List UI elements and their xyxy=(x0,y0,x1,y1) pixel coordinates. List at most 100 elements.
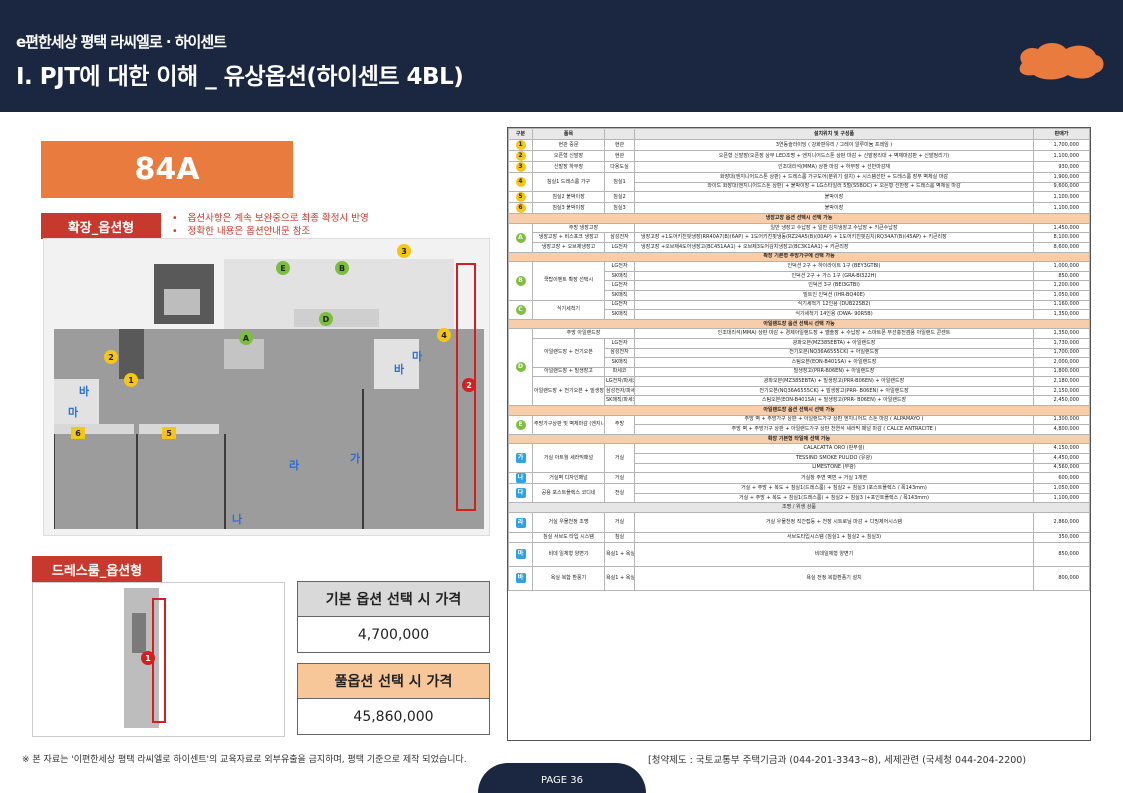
extension-option-label: 확장_옵션형 xyxy=(41,213,161,239)
marker-A: A xyxy=(239,331,253,345)
wall xyxy=(54,434,55,529)
section-row: 아일랜드장 옵션 선택시 선택 가능 xyxy=(508,405,1090,416)
option-notes: 옵션사항은 계속 보완중으로 최종 확정시 반영 정확한 내용은 옵션안내문 참… xyxy=(172,212,369,238)
page-number: PAGE 36 xyxy=(478,763,646,793)
row-number-badge: 1 xyxy=(515,140,526,150)
dressroom-plan: 1 xyxy=(32,582,285,737)
marker-3: 3 xyxy=(397,244,411,258)
row-number-badge: 6 xyxy=(515,203,526,213)
floor-plan: 3 4 2 1 6 5 E B D A 바 마 바 마 가 라 나 2 xyxy=(43,238,490,536)
marker-red-1: 1 xyxy=(141,651,155,665)
row-letter-badge: C xyxy=(515,304,526,315)
note-item: 옵션사항은 계속 보완중으로 최종 확정시 반영 xyxy=(172,212,369,225)
full-option-price-box: 풀옵션 선택 시 가격 45,860,000 xyxy=(297,663,490,735)
row-number-badge: 5 xyxy=(515,192,526,202)
dressroom-option-label: 드레스룸_옵션형 xyxy=(32,556,162,582)
wall xyxy=(224,434,226,529)
shelf-unit xyxy=(164,289,200,315)
note-item: 정확한 내용은 옵션안내문 참조 xyxy=(172,225,369,238)
header-title: Ⅰ. PJT에 대한 이해 _ 유상옵션(하이센트 4BL) xyxy=(16,64,464,90)
marker-E: E xyxy=(276,261,290,275)
marker-ma-2: 마 xyxy=(411,350,423,363)
full-price-label: 풀옵션 선택 시 가격 xyxy=(298,664,489,699)
row-letter-badge: A xyxy=(515,232,526,243)
dressroom-fixture xyxy=(132,613,146,653)
footer-contact: [청약제도 : 국토교통부 주택기금과 (044-201-3343~8), 세제… xyxy=(648,755,1027,766)
section-row: 조명 / 위생 상품 xyxy=(508,502,1090,513)
marker-ga: 가 xyxy=(349,452,361,465)
marker-ba-2: 바 xyxy=(393,363,405,376)
entrance-area xyxy=(119,329,144,379)
wall xyxy=(362,389,364,529)
bathroom-1 xyxy=(54,379,99,424)
header-subtitle: e편한세상 평택 라씨엘로 · 하이센트 xyxy=(16,33,227,51)
row-hangul-badge: 나 xyxy=(515,473,526,483)
marker-ba-1: 바 xyxy=(78,385,90,398)
row-hangul-badge: 라 xyxy=(515,517,526,528)
marker-4: 4 xyxy=(437,328,451,342)
marker-red-2: 2 xyxy=(462,378,476,392)
row-hangul-badge: 바 xyxy=(515,573,526,584)
section-row: 아일랜드장 옵션 선택시 선택 가능 xyxy=(508,318,1090,330)
col-header: 구분 xyxy=(508,128,533,140)
marker-ma-1: 마 xyxy=(67,406,79,419)
row-letter-badge: B xyxy=(515,275,526,286)
marker-ra: 라 xyxy=(288,459,300,472)
island-counter xyxy=(294,309,379,327)
table-header: 구분 품목 설치위치 및 구성품 판매가 xyxy=(508,128,1090,140)
closet-bar xyxy=(139,424,219,434)
marker-na: 나 xyxy=(231,513,243,526)
col-header: 판매가 xyxy=(1033,128,1090,140)
col-header: 설치위치 및 구성품 xyxy=(634,128,1034,140)
marker-5: 5 xyxy=(162,427,176,439)
section-row: 확장 기본형 주방가구에 선택 가능 xyxy=(508,251,1090,263)
unit-type-badge: 84A xyxy=(41,141,293,198)
row-hangul-badge: 마 xyxy=(515,549,526,560)
basic-price-value: 4,700,000 xyxy=(298,617,489,652)
row-letter-badge: E xyxy=(515,419,526,430)
section-row: 확장 기본형 타일에 선택 가능 xyxy=(508,433,1090,445)
marker-1: 1 xyxy=(124,373,138,387)
col-header xyxy=(604,128,635,140)
page-header: e편한세상 평택 라씨엘로 · 하이센트 Ⅰ. PJT에 대한 이해 _ 유상옵… xyxy=(0,0,1123,112)
col-header: 품목 xyxy=(532,128,605,140)
row-number-badge: 3 xyxy=(515,162,526,172)
marker-6: 6 xyxy=(71,427,85,439)
row-number-badge: 4 xyxy=(515,177,526,188)
row-hangul-badge: 다 xyxy=(515,488,526,499)
marker-2: 2 xyxy=(104,350,118,364)
row-number-badge: 2 xyxy=(515,151,526,161)
basic-price-label: 기본 옵션 선택 시 가격 xyxy=(298,582,489,617)
marker-D: D xyxy=(319,312,333,326)
brand-logo-icon xyxy=(1019,43,1104,80)
row-hangul-badge: 가 xyxy=(515,453,526,464)
wall xyxy=(136,434,138,529)
section-row: 냉장고장 옵션 선택시 선택 가능 xyxy=(508,213,1090,224)
basic-option-price-box: 기본 옵션 선택 시 가격 4,700,000 xyxy=(297,581,490,653)
full-price-value: 45,860,000 xyxy=(298,699,489,734)
